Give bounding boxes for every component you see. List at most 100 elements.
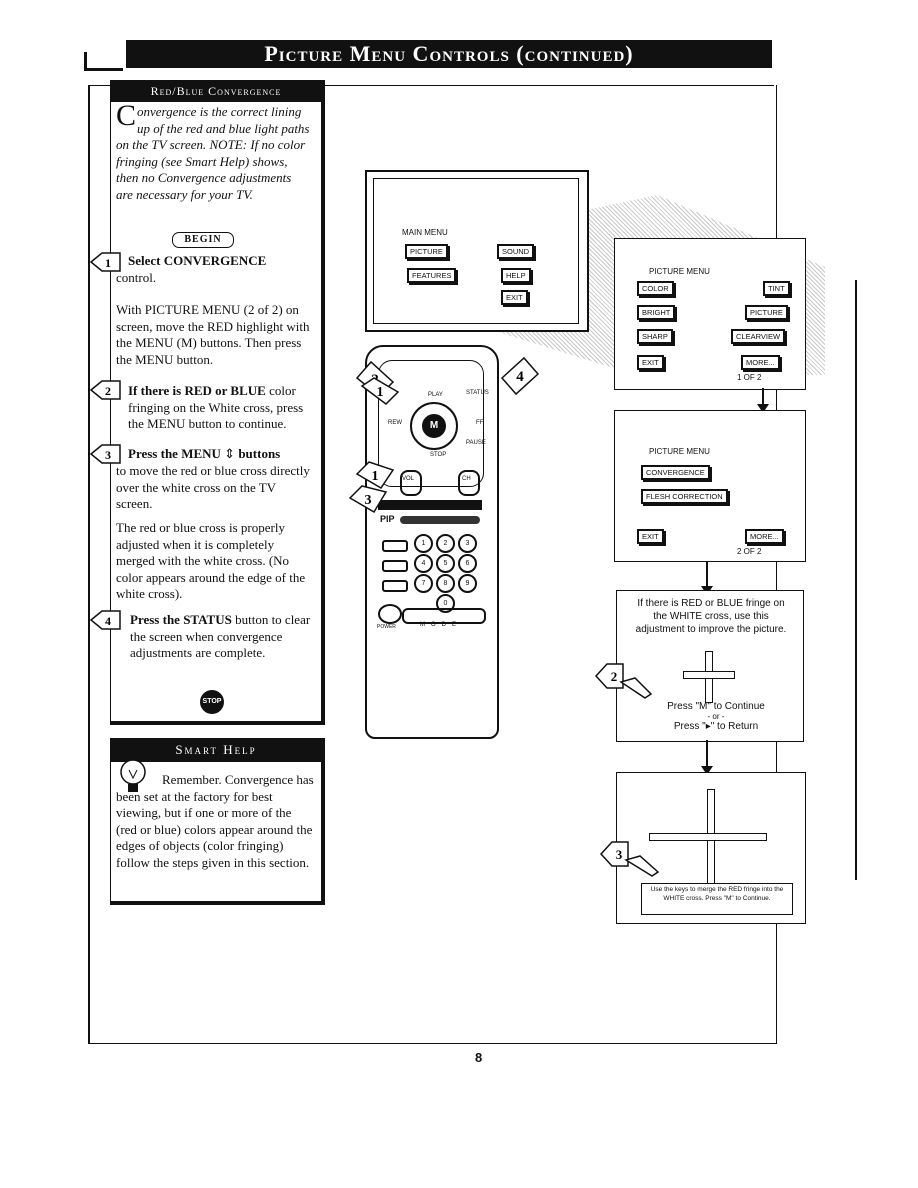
header-corner-mark [84, 52, 123, 71]
remote-pip-label: PIP [380, 514, 395, 524]
pm1-bright[interactable]: BRIGHT [637, 305, 676, 320]
picture-menu-page2: PICTURE MENU CONVERGENCE FLESH CORRECTIO… [614, 410, 806, 562]
menu-item-sound[interactable]: SOUND [497, 244, 535, 259]
pm1-picture[interactable]: PICTURE [745, 305, 788, 320]
pm2-page: 2 OF 2 [737, 547, 762, 556]
prompt-or: - or - [707, 712, 725, 721]
step1-number: 1 [105, 256, 111, 270]
remote-ff-label: FF [476, 420, 484, 426]
menu-item-picture[interactable]: PICTURE [405, 244, 448, 259]
remote-mode-label: MODE [420, 622, 462, 628]
dropcap: C [116, 99, 137, 132]
prompt-continue: Press "M" to Continue [667, 701, 765, 712]
menu-item-features[interactable]: FEATURES [407, 268, 457, 283]
menu-m-button[interactable]: M [422, 414, 446, 438]
number-key-3[interactable]: 3 [458, 534, 477, 553]
number-key-9[interactable]: 9 [458, 574, 477, 593]
flow-arrow-3-icon [701, 766, 713, 775]
flow-line-2 [706, 562, 708, 590]
remote-side-button-2[interactable] [382, 560, 408, 572]
number-key-0[interactable]: 0 [436, 594, 455, 613]
remote-power-label: POWER [377, 624, 396, 630]
pm2-convergence[interactable]: CONVERGENCE [641, 465, 710, 480]
pm1-color[interactable]: COLOR [637, 281, 674, 296]
convergence-prompt-screen: If there is RED or BLUE fringe on the WH… [616, 590, 804, 742]
number-key-6[interactable]: 6 [458, 554, 477, 573]
svg-text:1: 1 [377, 385, 384, 400]
step3-number: 3 [105, 448, 111, 462]
white-cross-horizontal [683, 671, 735, 679]
power-button[interactable] [378, 604, 402, 624]
right-margin-rule [855, 280, 857, 880]
number-key-5[interactable]: 5 [436, 554, 455, 573]
number-key-4[interactable]: 4 [414, 554, 433, 573]
remote-stop-label: STOP [430, 452, 447, 458]
number-key-7[interactable]: 7 [414, 574, 433, 593]
number-key-8[interactable]: 8 [436, 574, 455, 593]
number-key-2[interactable]: 2 [436, 534, 455, 553]
vol-button[interactable] [400, 470, 422, 496]
mode-buttons[interactable] [402, 608, 486, 624]
step1-arrow-icon: 1 [90, 252, 121, 272]
menu-item-exit[interactable]: EXIT [501, 290, 528, 305]
remote-callout-1-top: 1 [360, 377, 400, 405]
step3-arrow-icon: 3 [90, 444, 121, 464]
step2-title: If there is RED or BLUE [128, 383, 266, 398]
menu-item-help[interactable]: HELP [501, 268, 531, 283]
flow-arrow-1-icon [757, 404, 769, 413]
step4-title: Press the STATUS [130, 612, 232, 627]
pm1-exit[interactable]: EXIT [637, 355, 664, 370]
step4-arrow-icon: 4 [90, 610, 121, 630]
remote-top-panel [378, 360, 484, 487]
pm1-tint[interactable]: TINT [763, 281, 790, 296]
pm2-flesh-correction[interactable]: FLESH CORRECTION [641, 489, 728, 504]
flow-line-3 [706, 740, 708, 770]
merge-cross-horizontal [649, 833, 767, 841]
picture-menu2-title: PICTURE MENU [649, 447, 710, 456]
step2-pointing-hand-icon: 2 [595, 663, 653, 699]
merge-instruction: Use the keys to merge the RED fringe int… [641, 883, 793, 915]
step2-rest: color fringing on the White cross, press… [128, 383, 304, 431]
step4-rest: button to clear the screen when converge… [130, 612, 311, 660]
page-frame [88, 85, 777, 1044]
menu-arrows-icon: ⇕ [224, 446, 236, 461]
step3-title-end: buttons [238, 446, 281, 461]
pm2-exit[interactable]: EXIT [637, 529, 664, 544]
step2-text: If there is RED or BLUE color fringing o… [128, 383, 314, 433]
picture-menu1-title: PICTURE MENU [649, 267, 710, 276]
remote-side-button-1[interactable] [382, 540, 408, 552]
ch-button[interactable] [458, 470, 480, 496]
tv-screen [373, 178, 579, 324]
step3-title: Press the MENU [128, 446, 221, 461]
svg-text:1: 1 [372, 469, 379, 484]
stop-icon: STOP [200, 690, 224, 714]
step3-note: The red or blue cross is properly adjust… [116, 520, 306, 601]
pm2-more[interactable]: MORE... [745, 529, 784, 544]
header-bar [126, 40, 772, 68]
smart-help-body: Remember. Convergence has been set at th… [116, 772, 314, 870]
remote-callout-1-bottom: 1 [355, 461, 395, 490]
pip-strip[interactable] [400, 516, 480, 524]
pm1-page: 1 OF 2 [737, 373, 762, 382]
number-key-1[interactable]: 1 [414, 534, 433, 553]
remote-ch-label: CH [462, 476, 471, 482]
remote-side-button-3[interactable] [382, 580, 408, 592]
lightbulb-icon [120, 759, 146, 792]
remote-callout-3: 3 [348, 485, 388, 514]
menu-dpad[interactable] [410, 402, 458, 450]
svg-text:4: 4 [516, 369, 524, 385]
smart-help-heading: Smart Help [110, 738, 322, 762]
pm1-more[interactable]: MORE... [741, 355, 780, 370]
flow-line-1 [762, 388, 764, 408]
prompt-text: If there is RED or BLUE fringe on the WH… [635, 598, 787, 635]
remote-vol-label: VOL [402, 476, 415, 482]
smart-help-text: Remember. Convergence has been set at th… [116, 772, 314, 871]
pm1-clearview[interactable]: CLEARVIEW [731, 329, 786, 344]
pm1-sharp[interactable]: SHARP [637, 329, 673, 344]
convergence-merge-screen: Use the keys to merge the RED fringe int… [616, 772, 806, 924]
step1-after: control. [116, 270, 157, 285]
remote-function-strip[interactable] [378, 500, 482, 510]
step4-text: Press the STATUS button to clear the scr… [130, 612, 318, 662]
step3-text: Press the MENU ⇕ buttons [128, 446, 314, 463]
